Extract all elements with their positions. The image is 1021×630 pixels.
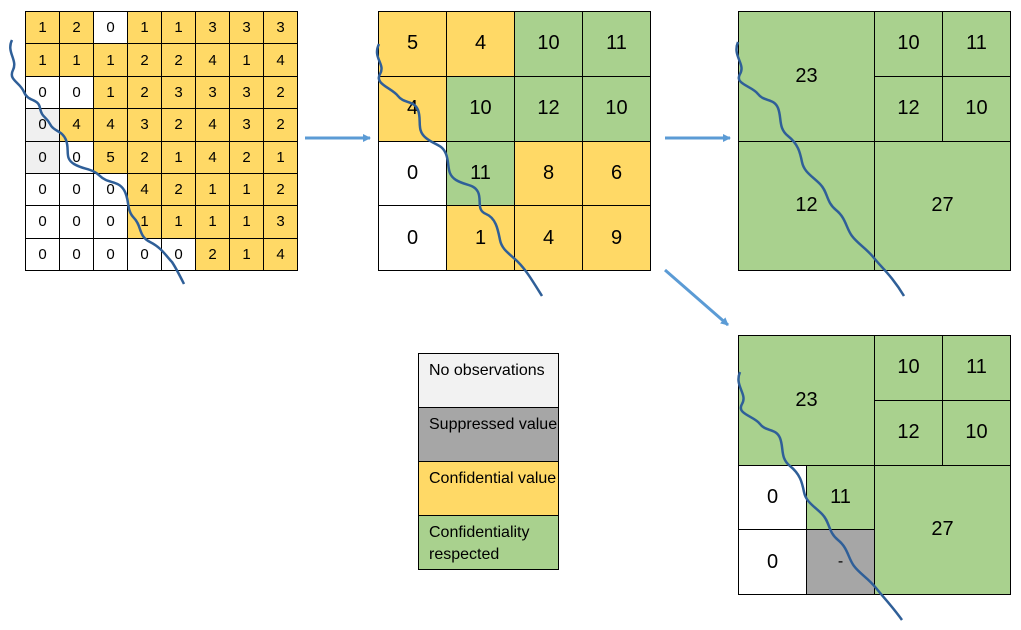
- g8-cell: 2: [127, 43, 162, 77]
- aggregated-cell: 23: [738, 335, 875, 466]
- g8-cell: 4: [93, 108, 128, 142]
- aggregated-cell: 23: [738, 11, 875, 142]
- g8-cell: 2: [229, 140, 264, 174]
- g4-cell: 10: [582, 75, 651, 142]
- g8-cell: 3: [195, 75, 230, 110]
- g4-cell: 12: [514, 75, 583, 142]
- river-line-1: [9, 39, 186, 285]
- g4-cell: 5: [378, 11, 447, 77]
- river-line-3: [735, 41, 906, 297]
- g4-cell: 10: [446, 75, 515, 142]
- g4-cell: 8: [514, 140, 583, 207]
- g8-cell: 4: [263, 237, 298, 271]
- g4-cell: 1: [446, 205, 515, 271]
- aggregated-cell: 12: [738, 140, 875, 271]
- g8-cell: 1: [161, 140, 196, 174]
- g8-cell: 3: [195, 11, 230, 45]
- g8-cell: 1: [161, 205, 196, 239]
- g8-cell: 2: [195, 237, 230, 271]
- g4-cell: 6: [582, 140, 651, 207]
- g8-cell: 3: [161, 75, 196, 110]
- river-line-2: [375, 43, 544, 297]
- g8-cell: 0: [93, 205, 128, 239]
- g8-cell: 1: [229, 172, 264, 207]
- g8-cell: 0: [25, 75, 60, 110]
- aggregated-cell: 27: [874, 140, 1011, 271]
- g8-cell: 1: [25, 11, 60, 45]
- aggregated-cell: 11: [942, 11, 1011, 77]
- g8-cell: 4: [263, 43, 298, 77]
- arrow-3: [664, 268, 729, 327]
- g8-cell: 1: [229, 237, 264, 271]
- aggregated-cell: 0: [738, 529, 807, 595]
- g8-cell: 4: [195, 140, 230, 174]
- river-line-4: [737, 371, 904, 621]
- g8-cell: 1: [161, 11, 196, 45]
- g4-cell: 4: [378, 75, 447, 142]
- g8-cell: 3: [229, 11, 264, 45]
- aggregated-cell: 10: [874, 335, 943, 401]
- g4-cell: 4: [514, 205, 583, 271]
- g8-cell: 0: [127, 237, 162, 271]
- g8-cell: 0: [59, 237, 94, 271]
- legend-item-suppressed: Suppressed value: [418, 407, 559, 462]
- g8-cell: 2: [161, 172, 196, 207]
- legend-item-confidential: Confidential value: [418, 461, 559, 516]
- g4-cell: 11: [582, 11, 651, 77]
- g8-cell: 0: [93, 237, 128, 271]
- legend-item-respected: Confidentiality respected: [418, 515, 559, 570]
- aggregated-cell: 27: [874, 464, 1011, 595]
- g4-cell: 9: [582, 205, 651, 271]
- g8-cell: 3: [127, 108, 162, 142]
- aggregated-cell: 10: [942, 75, 1011, 142]
- aggregated-cell: 10: [942, 399, 1011, 466]
- legend-item-none: No observations: [418, 353, 559, 408]
- g8-cell: 0: [25, 237, 60, 271]
- g8-cell: 2: [263, 75, 298, 110]
